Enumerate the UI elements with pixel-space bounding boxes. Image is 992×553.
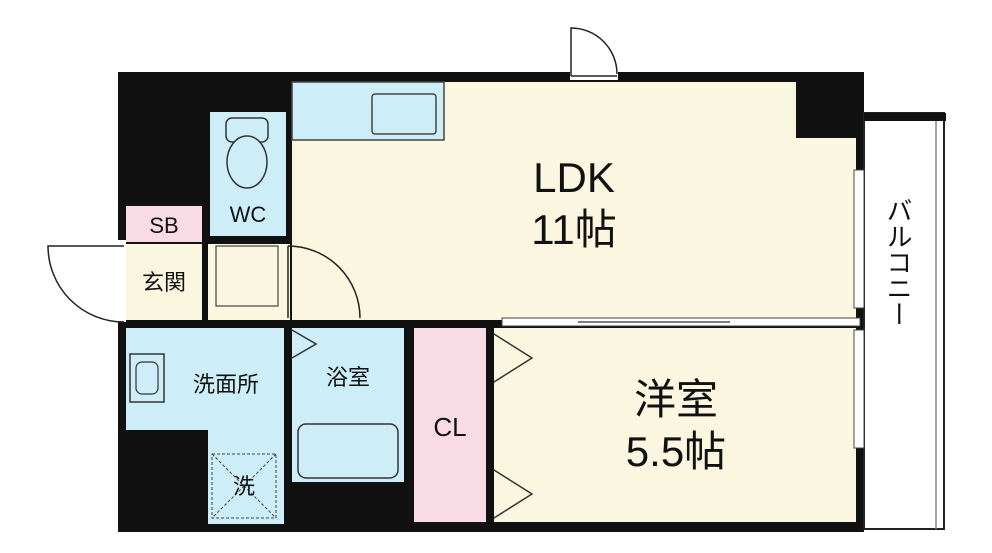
closet [414,328,486,522]
sink-icon [371,93,437,135]
ldk-column [796,82,856,138]
hall [208,244,361,320]
wc-label: WC [230,202,267,227]
sb-label: SB [149,213,178,238]
entrance-door [47,245,125,323]
sb-room [126,206,202,242]
ldk-top-door [570,27,618,80]
western-room [493,328,865,522]
ldk-size: 11帖 [531,206,617,253]
balcony-label: バルコニー [883,197,913,327]
wc-room [210,112,286,236]
western-label: 洋室 [634,376,718,423]
entrance-area [40,240,202,323]
entrance-label: 玄関 [142,270,186,295]
washroom-label: 洗面所 [193,372,259,397]
sliding-door [501,317,861,327]
bathtub-icon [297,423,399,479]
kitchen-counter [291,81,445,141]
bath-label: 浴室 [326,365,370,390]
closet-label: CL [433,412,466,442]
ldk-label: LDK [533,154,615,201]
bathroom [291,328,404,482]
washer-label: 洗 [233,474,255,499]
western-window [853,329,865,449]
ldk-window [853,169,865,309]
western-size: 5.5帖 [626,428,726,475]
washer-space [211,453,277,519]
toilet-bowl-icon [226,135,268,189]
balcony [863,112,946,530]
